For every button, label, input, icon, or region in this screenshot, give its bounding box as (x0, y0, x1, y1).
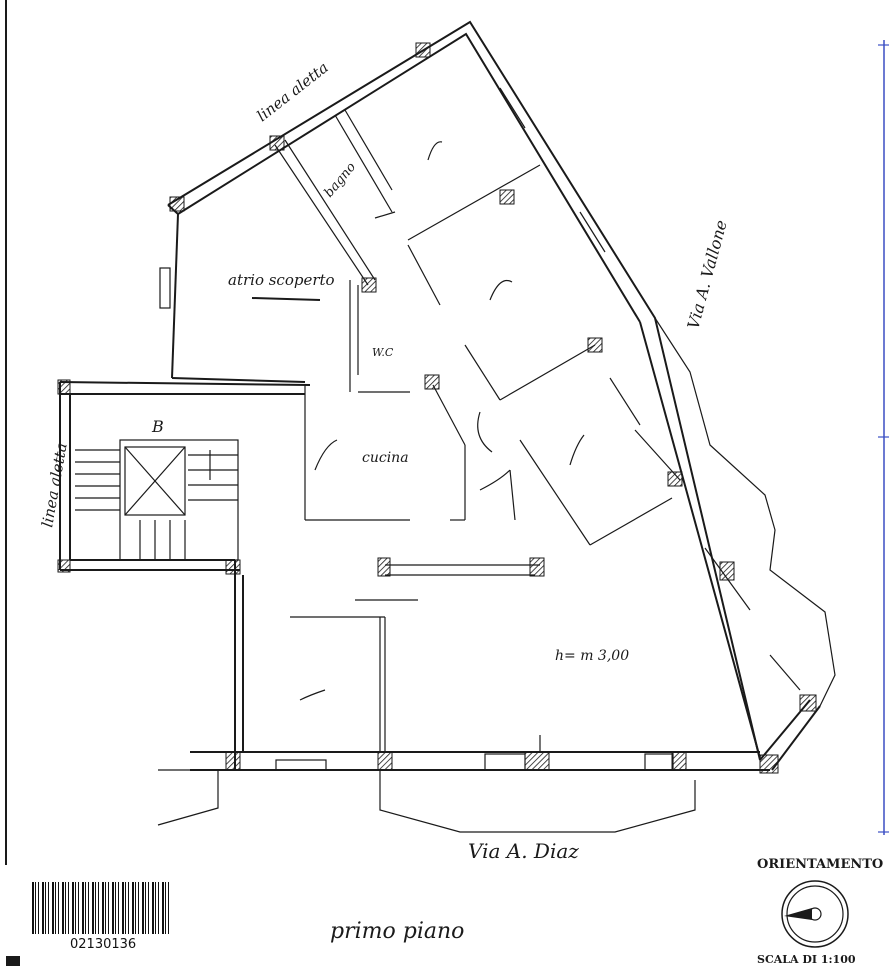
barcode-bar (92, 882, 94, 934)
label-orientamento: ORIENTAMENTO (757, 857, 883, 872)
barcode-bar (55, 882, 56, 934)
barcode-bar (148, 882, 149, 934)
barcode-bar (112, 882, 114, 934)
barcode-bar (45, 882, 46, 934)
interior-walls (274, 109, 681, 752)
label-height: h= m 3,00 (555, 648, 629, 664)
barcode-bar (82, 882, 84, 934)
label-street-bottom: Via A. Diaz (468, 839, 579, 863)
barcode-bar (72, 882, 74, 934)
barcode-bar (38, 882, 39, 934)
barcode-bar (158, 882, 159, 934)
barcode-bar (32, 882, 34, 934)
barcode-bar (58, 882, 59, 934)
barcode-bar (52, 882, 54, 934)
barcode-bar (132, 882, 134, 934)
outer-walls (59, 20, 821, 771)
barcode-bar (88, 882, 89, 934)
barcode-bar (142, 882, 144, 934)
barcode (32, 882, 169, 934)
barcode-bar (98, 882, 99, 934)
barcode-bar (62, 882, 64, 934)
barcode-bar (68, 882, 69, 934)
label-street-right: Via A. Vallone (684, 218, 731, 331)
barcode-bar (35, 882, 36, 934)
barcode-bar (125, 882, 126, 934)
barcode-bar (78, 882, 79, 934)
barcode-bar (145, 882, 146, 934)
barcode-bar (105, 882, 106, 934)
barcode-bar (102, 882, 104, 934)
barcode-bar (155, 882, 156, 934)
barcode-bar (115, 882, 116, 934)
barcode-number: 02130136 (70, 937, 136, 952)
label-scala: SCALA DI 1:100 (757, 953, 856, 966)
street-outline-bottom (157, 769, 696, 833)
barcode-bar (122, 882, 124, 934)
barcode-bar (135, 882, 136, 934)
label-linea-aletta-top: linea aletta (253, 58, 331, 125)
barcode-bar (85, 882, 86, 934)
barcode-bar (75, 882, 76, 934)
barcode-bar (162, 882, 164, 934)
door-arcs (299, 141, 585, 752)
pillars (57, 42, 817, 774)
stairwell (75, 439, 239, 561)
barcode-bar (138, 882, 139, 934)
label-linea-aletta-left: linea aletta (38, 441, 71, 528)
barcode-bar (65, 882, 66, 934)
barcode-bar (152, 882, 154, 934)
label-cucina: cucina (362, 450, 409, 466)
barcode-bar (95, 882, 96, 934)
compass-icon (781, 880, 849, 948)
windows (159, 87, 801, 771)
label-floor: primo piano (330, 919, 464, 944)
corner-mark (6, 956, 20, 966)
barcode-bar (108, 882, 109, 934)
label-atrio-scoperto: atrio scoperto (228, 271, 335, 289)
label-stair-block: B (151, 417, 164, 436)
barcode-bar (42, 882, 44, 934)
label-wc: W.C (372, 346, 394, 359)
barcode-bar (168, 882, 169, 934)
barcode-bar (128, 882, 129, 934)
street-outline-right (654, 317, 836, 707)
label-bagno: bagno (322, 160, 360, 201)
barcode-bar (118, 882, 119, 934)
atrio-underline (251, 297, 321, 301)
barcode-bar (165, 882, 166, 934)
barcode-bar (48, 882, 49, 934)
